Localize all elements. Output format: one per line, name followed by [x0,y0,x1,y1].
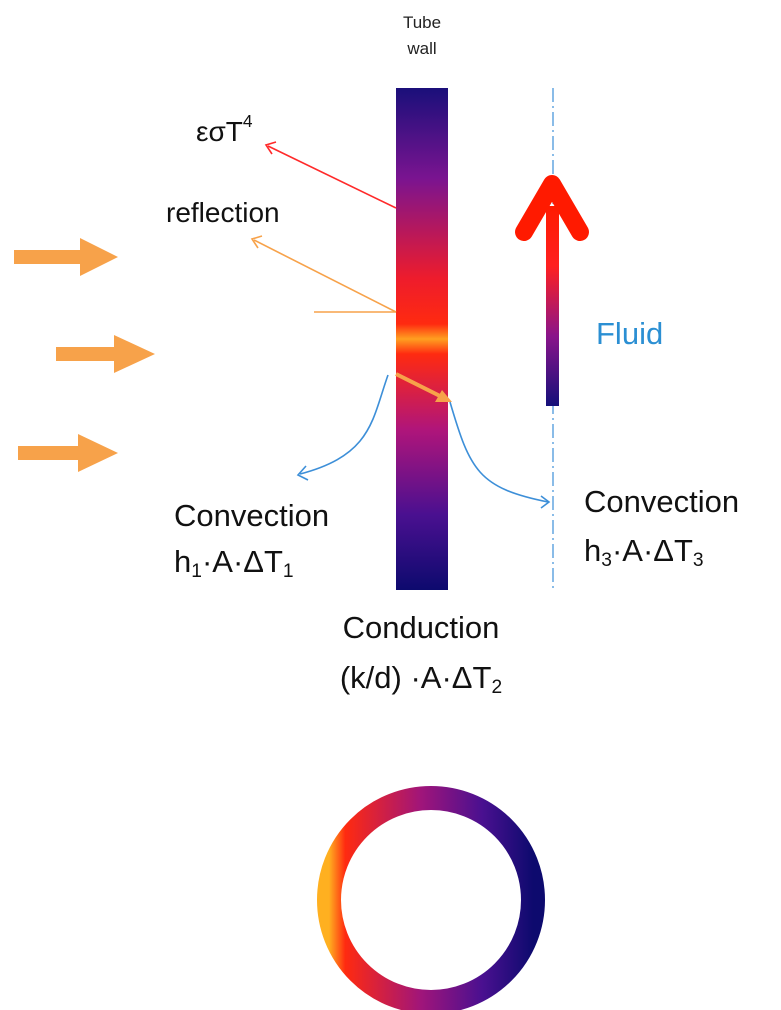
conduction-arrow [395,372,452,402]
fluid-flow-arrow [515,175,589,406]
incoming-radiation-arrow-3 [18,434,118,472]
conduction-eq-main: (k/d) ·A·ΔT [339,660,492,695]
reflection-label: reflection [166,197,280,228]
emission-label: εσT4 [196,112,253,147]
conduction-eq-sub: 2 [491,676,503,698]
incoming-radiation-arrow-2 [56,335,155,373]
convection-left-curve [296,374,389,481]
fluid-label: Fluid [596,316,664,351]
convection-right-curve [449,401,551,509]
tube-wall-label: Tube wall [392,10,452,62]
convection-right-label: Convection [584,484,740,519]
convection-left-h: h [174,544,192,579]
emission-text: εσT [196,116,243,147]
convection-left-equation: h1·A·ΔT1 [174,544,294,581]
convection-right-h: h [584,533,602,568]
tube-cross-section-ring [317,786,545,1010]
convection-right-t-sub: 3 [692,549,704,571]
convection-right-mid: ·A·ΔT [611,533,693,568]
tube-wall-label-line2: wall [407,39,437,58]
incoming-radiation-arrow-1 [14,238,118,276]
convection-left-mid: ·A·ΔT [201,544,283,579]
convection-left-t-sub: 1 [282,560,294,582]
reflection-arrow [250,235,397,313]
convection-right-h-sub: 3 [601,549,612,571]
conduction-label: Conduction [342,610,500,645]
emission-exponent: 4 [242,111,253,132]
convection-left-label: Convection [174,498,330,533]
tube-wall [396,88,448,590]
convection-right-equation: h3·A·ΔT3 [584,533,704,570]
conduction-equation: (k/d) ·A·ΔT2 [290,660,552,697]
tube-wall-label-line1: Tube [402,13,442,32]
emission-arrow [264,141,397,209]
convection-left-h-sub: 1 [191,560,202,582]
